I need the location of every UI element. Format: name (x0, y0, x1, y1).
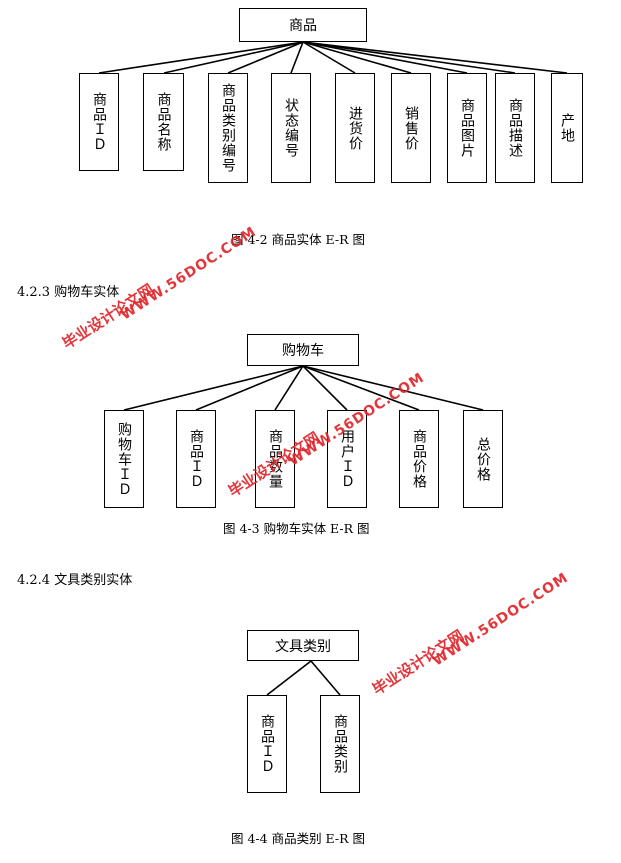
section-heading-category: 4.2.4 文具类别实体 (17, 573, 133, 588)
caption-figure-4-2: 图 4-2 商品实体 E-R 图 (231, 232, 366, 247)
attr-cart-id: 购物车ＩＤ (104, 410, 144, 508)
section-heading-cart: 4.2.3 购物车实体 (17, 285, 120, 300)
attr-origin: 产地 (551, 73, 583, 183)
attr-product-qty: 商品数量 (255, 410, 295, 508)
entity-product-root: 商品 (239, 8, 367, 42)
attr-product-id: 商品ＩＤ (79, 73, 119, 171)
attr-purchase-price: 进货价 (335, 73, 375, 183)
attr-product-desc: 商品描述 (495, 73, 535, 183)
caption-figure-4-3: 图 4-3 购物车实体 E-R 图 (223, 521, 370, 536)
attr-total-price: 总价格 (463, 410, 503, 508)
entity-cart-root: 购物车 (247, 334, 359, 366)
attr-product-name: 商品名称 (143, 73, 184, 171)
attr-product-category: 商品类别 (320, 695, 360, 793)
caption-figure-4-4: 图 4-4 商品类别 E-R 图 (231, 831, 366, 846)
attr-product-category-no: 商品类别编号 (208, 73, 248, 183)
attr-user-id: 用户ＩＤ (327, 410, 367, 508)
entity-stationery-category-root: 文具类别 (247, 630, 359, 661)
attr-product-price: 商品价格 (399, 410, 439, 508)
attr-category-product-id: 商品ＩＤ (247, 695, 287, 793)
attr-product-image: 商品图片 (447, 73, 487, 183)
attr-cart-product-id: 商品ＩＤ (176, 410, 216, 508)
attr-status-no: 状态编号 (271, 73, 311, 183)
attr-sale-price: 销售价 (391, 73, 431, 183)
